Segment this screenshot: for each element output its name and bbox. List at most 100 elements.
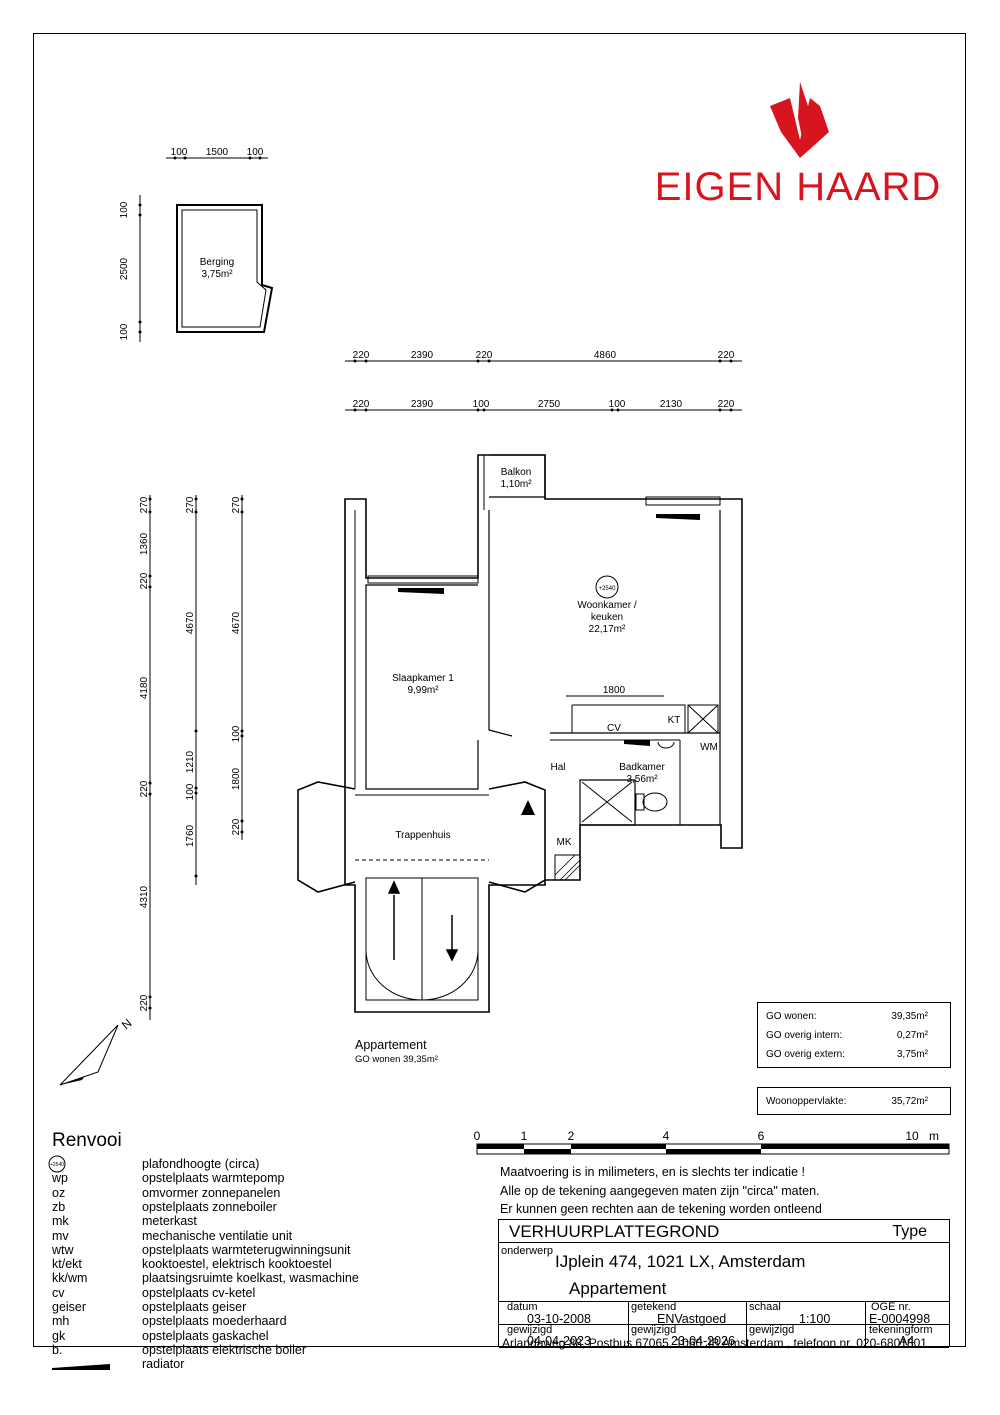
woonoppervlakte-box: Woonoppervlakte: 35,72m² <box>757 1087 951 1115</box>
kt-label: KT <box>668 715 681 726</box>
renvoi-code: mk <box>52 1214 69 1229</box>
dim-left2-0: 270 <box>185 496 196 513</box>
onderwerp-label: onderwerp <box>501 1245 553 1257</box>
renvoi-code: wtw <box>52 1242 74 1257</box>
wm-label: WM <box>700 742 718 753</box>
dim-left3-1: 4670 <box>231 611 242 634</box>
renvoi-desc: plaatsingsruimte koelkast, wasmachine <box>142 1271 359 1286</box>
renvoi-desc: mechanische ventilatie unit <box>142 1228 293 1243</box>
woon-label: Woonoppervlakte: <box>766 1096 847 1107</box>
dim-left1-3: 4180 <box>139 676 150 699</box>
dim-left3-3: 1800 <box>231 767 242 790</box>
title-block-type: Type <box>892 1223 927 1240</box>
dim-top1-4: 220 <box>718 350 735 361</box>
oge-label: OGE nr. <box>871 1301 911 1313</box>
renvoi-desc: opstelplaats warmtepomp <box>142 1171 285 1186</box>
dim-top2-3: 2750 <box>538 399 561 410</box>
kind: Appartement <box>569 1279 667 1298</box>
north-label: N <box>119 1016 135 1032</box>
hal-name: Hal <box>550 762 565 773</box>
renvoi-code: oz <box>52 1185 66 1200</box>
stair-arrow-icon <box>387 880 459 962</box>
renvoi-ceiling-icon <box>48 1155 66 1173</box>
renvoi-radiator-icon <box>52 1364 110 1370</box>
dim-left1-6: 220 <box>139 994 150 1011</box>
dim-left1-4: 220 <box>139 780 150 797</box>
dim-berging-left-1: 2500 <box>119 257 130 280</box>
scale-tick-3: 4 <box>663 1129 670 1143</box>
footer-address: Arlandaweg 88, Postbus 67065, 1060 JB Am… <box>502 1336 927 1350</box>
title-block: VERHUURPLATTEGROND Type onderwerp IJplei… <box>498 1219 950 1348</box>
ceiling-height-label: +2540 <box>599 586 617 592</box>
renvoi-desc: opstelplaats moederhaard <box>142 1314 287 1329</box>
renvoi-desc: plafondhoogte (circa) <box>142 1157 260 1171</box>
woonkamer-area: 22,17m² <box>589 624 626 635</box>
renvoi-ceiling-code: +2540 <box>50 1162 64 1168</box>
dim-top2-0: 220 <box>353 399 370 410</box>
renvoi-code: kk/wm <box>52 1271 88 1286</box>
go-row: GO wonen:39,35m² <box>766 1011 928 1022</box>
tekeningform-label: tekeningform <box>869 1324 933 1336</box>
renvoi-desc: omvormer zonnepanelen <box>142 1185 281 1200</box>
balkon-name: Balkon <box>501 467 532 478</box>
dim-left2-1: 4670 <box>185 611 196 634</box>
balkon-area: 1,10m² <box>500 479 532 490</box>
woonkamer-name2: keuken <box>591 612 623 623</box>
gewijzigd2: 23-04-2026 <box>671 1334 735 1348</box>
go-row: GO overig intern:0,27m² <box>766 1030 928 1041</box>
renvoi-desc: meterkast <box>142 1214 197 1229</box>
address: IJplein 474, 1021 LX, Amsterdam <box>555 1252 806 1271</box>
renvoi-code: zb <box>52 1199 66 1214</box>
note-line: Alle op de tekening aangegeven maten zij… <box>500 1184 820 1198</box>
logo-flame-icon <box>770 82 829 158</box>
dim-top2-4: 100 <box>609 399 626 410</box>
datum: 03-10-2008 <box>527 1312 591 1326</box>
gewijzigd1-label: gewijzigd <box>507 1324 553 1336</box>
entrance-marker-icon <box>521 800 535 815</box>
gewijzigd3-label: gewijzigd <box>749 1324 795 1336</box>
apartment-walls <box>297 454 743 1013</box>
dim-top2-6: 220 <box>718 399 735 410</box>
dim-berging-top-0: 100 <box>171 147 188 158</box>
badkamer-name: Badkamer <box>619 762 665 773</box>
renvoi-desc: opstelplaats elektrische boiler <box>142 1342 306 1357</box>
dim-left1-5: 4310 <box>139 885 150 908</box>
renvoi-code: mh <box>52 1314 70 1329</box>
slaapkamer-area: 9,99m² <box>407 685 439 696</box>
renvoi-code: kt/ekt <box>52 1257 82 1272</box>
tekeningform: A4 <box>899 1334 915 1348</box>
dim-kitchen: 1800 <box>603 685 626 696</box>
north-arrow-icon: N <box>59 1016 135 1086</box>
dimension-lines <box>139 157 742 1020</box>
dim-top2-2: 100 <box>473 399 490 410</box>
scale-tick-2: 2 <box>568 1129 575 1143</box>
renvoi-title: Renvooi <box>52 1130 122 1151</box>
scale-tick-4: 6 <box>758 1129 765 1143</box>
dim-top1-1: 2390 <box>411 350 434 361</box>
dim-berging-top-1: 1500 <box>206 147 229 158</box>
dim-top1-2: 220 <box>476 350 493 361</box>
renvoi-desc: opstelplaats geiser <box>142 1300 247 1314</box>
trappenhuis-name: Trappenhuis <box>395 830 450 841</box>
dim-berging-top-2: 100 <box>247 147 264 158</box>
sink-icon <box>657 741 675 749</box>
logo-text: EIGEN HAARD <box>655 165 942 209</box>
woonkamer-name1: Woonkamer / <box>577 600 637 611</box>
renvoi-code: b. <box>52 1342 63 1357</box>
renvoi-code: geiser <box>52 1300 87 1314</box>
berging-area: 3,75m² <box>201 269 233 280</box>
schaal: 1:100 <box>799 1312 831 1326</box>
dim-left1-0: 270 <box>139 496 150 513</box>
renvoi-code: mv <box>52 1228 69 1243</box>
go-area-table: GO wonen:39,35m² GO overig intern:0,27m²… <box>757 1002 951 1068</box>
woon-value: 35,72m² <box>891 1096 928 1107</box>
dim-top1-3: 4860 <box>594 350 617 361</box>
toilet-icon <box>635 792 668 812</box>
berging-name: Berging <box>200 257 234 268</box>
dim-top2-5: 2130 <box>660 399 683 410</box>
berging-room <box>176 204 274 333</box>
window-frames <box>367 496 721 584</box>
cv-label: CV <box>607 723 621 734</box>
scale-tick-5: 10 <box>905 1129 919 1143</box>
